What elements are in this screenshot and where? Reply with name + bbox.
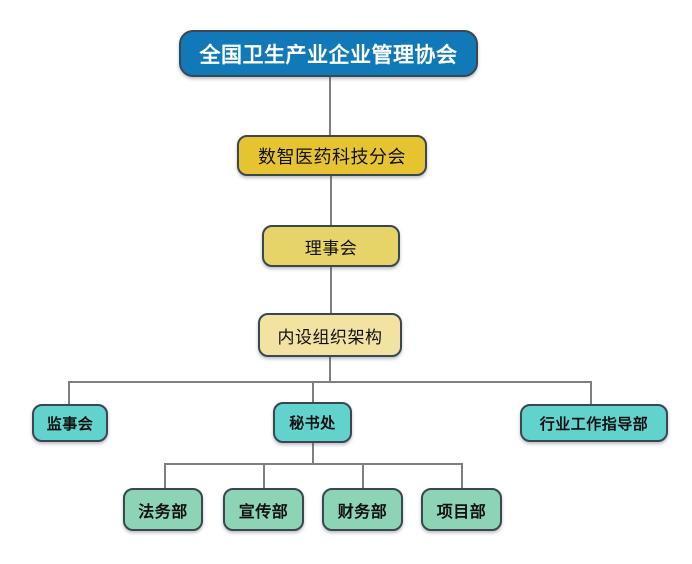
connector-drop-finance [362, 463, 364, 488]
connector-drop-industry [590, 381, 592, 404]
connector-drop-secretariat [312, 381, 314, 402]
connector-drop-supervisors [68, 381, 70, 404]
connector-level5-rail [68, 381, 592, 383]
org-node-root: 全国卫生产业企业管理协会 [179, 30, 478, 77]
org-node-legal: 法务部 [123, 488, 203, 531]
connector-drop-publicity [263, 463, 265, 488]
org-node-supervisors: 监事会 [32, 404, 108, 442]
connector-root-branch [329, 77, 331, 136]
org-node-industry-guidance: 行业工作指导部 [520, 404, 668, 442]
org-node-secretariat: 秘书处 [273, 402, 352, 443]
connector-structure-drop [329, 357, 331, 382]
org-node-council: 理事会 [262, 225, 400, 267]
connector-drop-project [461, 463, 463, 488]
connector-council-structure [330, 267, 332, 313]
org-node-project: 项目部 [421, 488, 502, 531]
org-node-structure: 内设组织架构 [258, 313, 402, 357]
connector-drop-legal [164, 463, 166, 488]
connector-level6-rail [164, 463, 463, 465]
connector-branch-council [330, 176, 332, 225]
org-node-finance: 财务部 [322, 488, 403, 531]
org-node-branch: 数智医药科技分会 [237, 135, 427, 176]
org-node-publicity: 宣传部 [223, 488, 304, 531]
connector-secretariat-drop [312, 443, 314, 464]
